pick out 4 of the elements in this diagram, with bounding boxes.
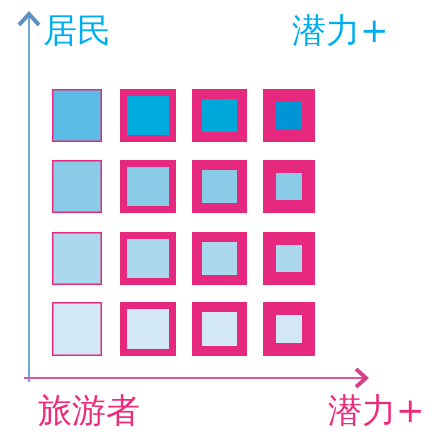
axis-end-label: 潜力+ [328,392,424,430]
axis-end-label: 潜力+ [292,12,388,50]
axis-label: 居民 [43,12,111,50]
axis-label: 旅游者 [38,392,140,430]
